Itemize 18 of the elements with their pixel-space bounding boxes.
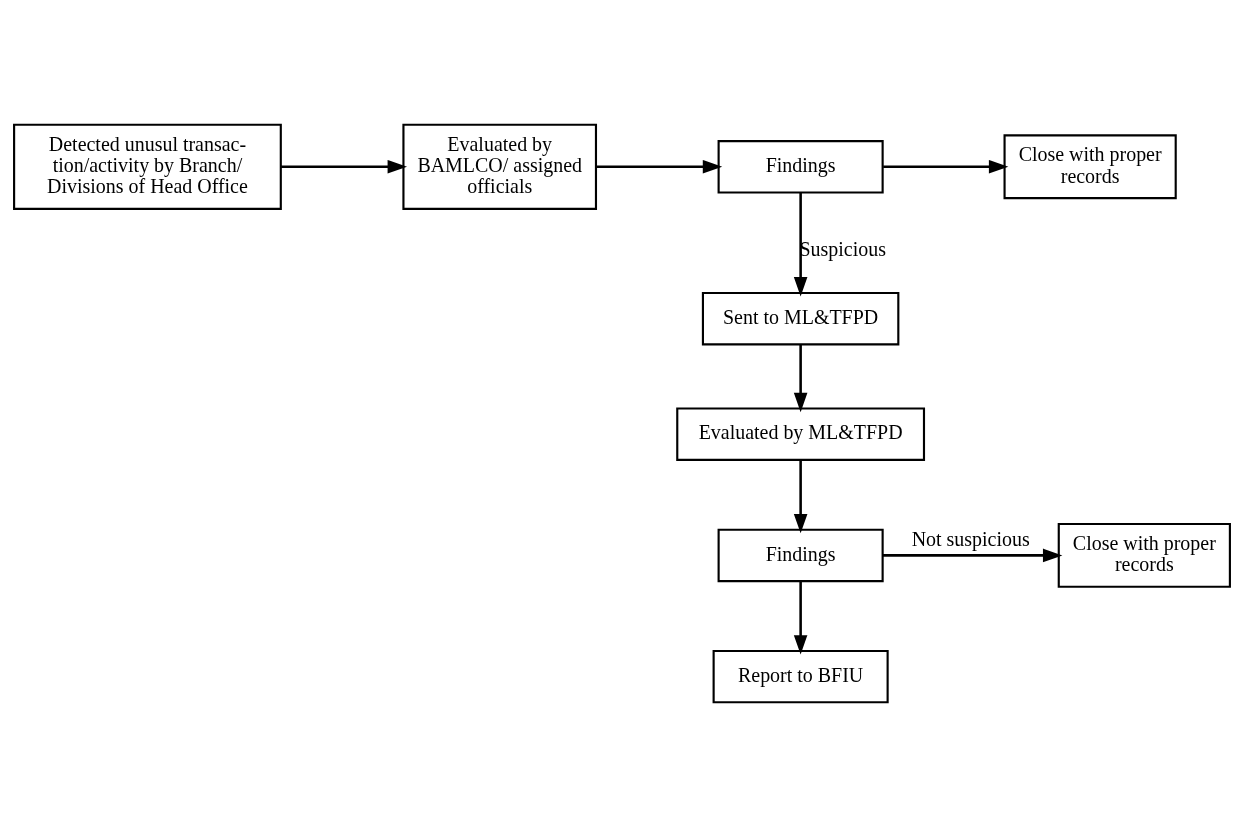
node-box: Findings <box>717 139 884 193</box>
node-box: Detected unusul transac- tion/activity by Branch/ Divisions of Head Office <box>13 123 282 210</box>
arrow <box>883 159 1009 174</box>
node-box: Evaluated by ML&TFPD <box>676 406 926 461</box>
node-box: Evaluated by BAMLCO/ assigned officials <box>402 123 598 210</box>
arrow <box>793 344 808 412</box>
arrow <box>793 459 808 533</box>
node-box: Close with proper records <box>1003 133 1177 199</box>
arrow <box>882 548 1063 562</box>
arrow <box>596 159 723 174</box>
node-box: Sent to ML&TFPD <box>701 291 900 345</box>
node-box: Report to BFIU <box>712 649 889 703</box>
node-box: Close with proper records <box>1057 522 1231 588</box>
arrow <box>793 580 808 655</box>
node-box: Findings <box>717 528 884 582</box>
edge-label: Not suspicious <box>911 527 1030 550</box>
arrow <box>280 159 407 174</box>
arrow <box>793 192 808 296</box>
